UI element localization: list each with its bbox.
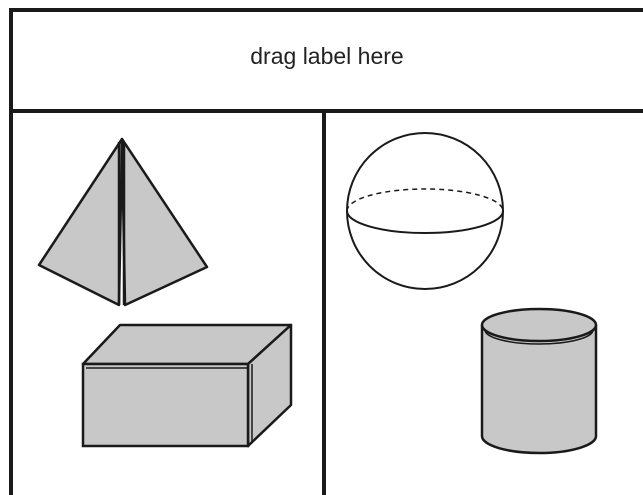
sphere-shape[interactable]	[347, 133, 503, 289]
sphere-outline	[347, 133, 503, 289]
cylinder-top	[482, 309, 596, 341]
cylinder-shape[interactable]	[482, 309, 596, 453]
